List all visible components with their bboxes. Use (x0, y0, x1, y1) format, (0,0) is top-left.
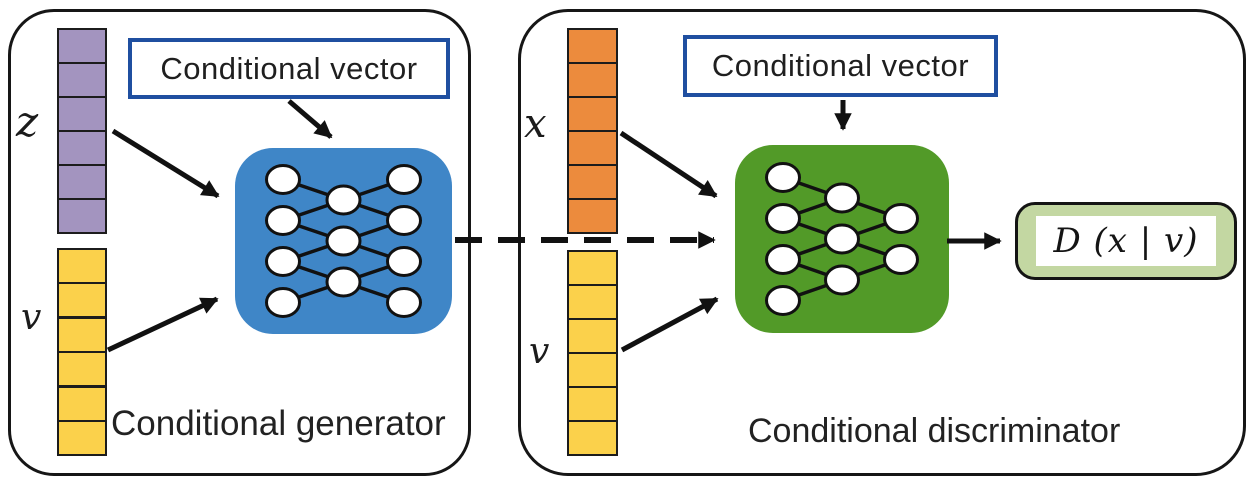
network-node (265, 205, 301, 236)
discriminator-output-label: D (x | v) (1036, 216, 1216, 266)
network-node (265, 164, 301, 195)
vector-cell (569, 98, 616, 130)
vector-cell (569, 354, 616, 386)
network-node (386, 287, 422, 318)
vector-cell (569, 166, 616, 198)
discriminator-conditional-vector-box: Conditional vector (683, 35, 998, 97)
noise-vector-stack (57, 28, 107, 234)
vector-cell (59, 132, 105, 164)
vector-cell (569, 200, 616, 232)
vector-cell (569, 30, 616, 62)
vector-cell (569, 320, 616, 352)
vector-cell (59, 422, 105, 455)
vector-cell (59, 353, 105, 386)
vector-cell (569, 252, 616, 284)
discriminator-output-box: D (x | v) (1015, 202, 1237, 280)
vector-cell (59, 250, 105, 282)
network-node (883, 203, 919, 234)
discriminator-title: Conditional discriminator (748, 412, 1121, 450)
generator-network-graph (265, 164, 422, 318)
network-node (386, 205, 422, 236)
network-node (765, 285, 801, 316)
network-node (386, 246, 422, 277)
discriminator-condition-vector-stack (567, 250, 618, 456)
vector-cell (569, 422, 616, 454)
vector-cell (59, 387, 105, 420)
network-node (325, 225, 362, 257)
network-node (824, 264, 860, 296)
generator-network-box (235, 148, 452, 334)
network-node (325, 184, 362, 216)
network-node (824, 182, 860, 214)
network-node (265, 246, 301, 277)
generator-title: Conditional generator (111, 404, 446, 443)
vector-cell (59, 98, 105, 130)
vector-cell (569, 388, 616, 420)
vector-cell (59, 64, 105, 96)
discriminator-condition-label: v (529, 331, 550, 372)
data-vector-stack (567, 28, 618, 234)
generator-condition-label: v (21, 297, 42, 338)
vector-cell (59, 318, 105, 351)
vector-cell (59, 284, 105, 317)
network-node (386, 164, 422, 195)
network-node (765, 244, 801, 275)
network-node (883, 244, 919, 275)
vector-cell (569, 64, 616, 96)
network-node (265, 287, 301, 318)
vector-cell (59, 30, 105, 62)
discriminator-network-graph (765, 162, 919, 316)
network-node (325, 266, 362, 298)
data-label: x (524, 101, 547, 147)
generator-conditional-vector-box: Conditional vector (128, 38, 450, 99)
network-node (765, 203, 801, 234)
vector-cell (59, 200, 105, 232)
vector-cell (59, 166, 105, 198)
vector-cell (569, 286, 616, 318)
generator-condition-vector-stack (57, 248, 107, 456)
network-node (824, 223, 860, 255)
noise-label: z (16, 97, 39, 146)
network-node (765, 162, 801, 193)
discriminator-network-box (735, 145, 949, 333)
vector-cell (569, 132, 616, 164)
